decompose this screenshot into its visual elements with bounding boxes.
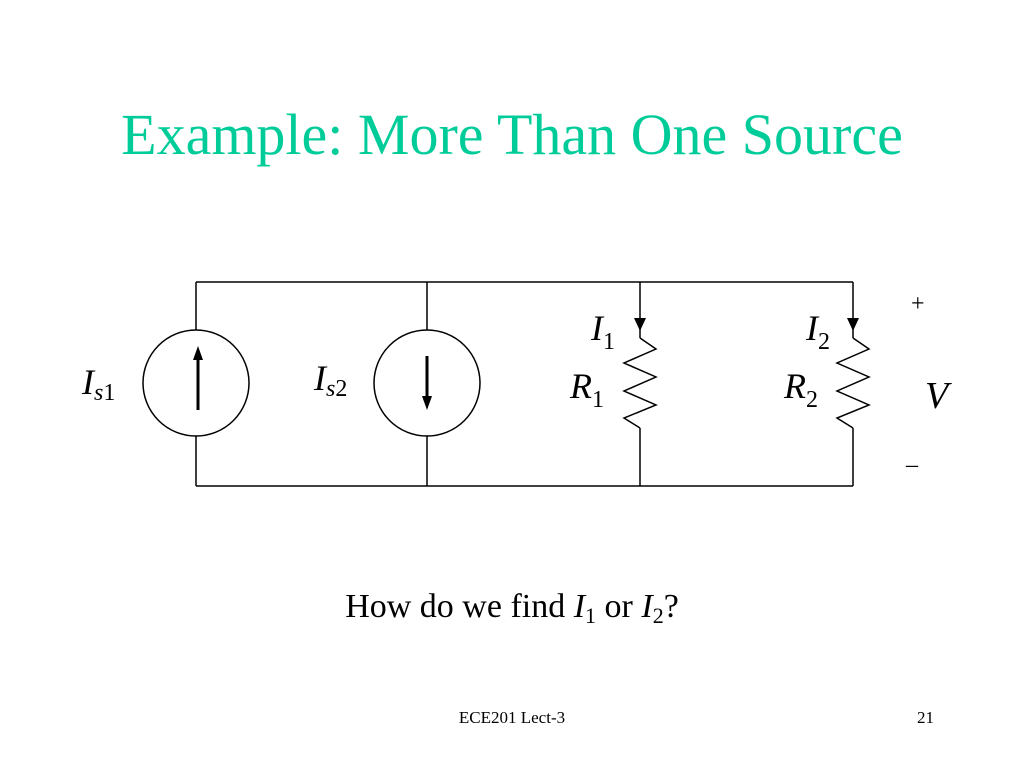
resistor2-label: R2 bbox=[783, 366, 818, 413]
question-sub2: 2 bbox=[652, 603, 664, 628]
question-var2: I bbox=[641, 588, 653, 625]
resistor1-label: R1 bbox=[569, 366, 604, 413]
footer-course-label: ECE201 Lect-3 bbox=[458, 708, 566, 727]
source2-label: Is2 bbox=[313, 358, 347, 402]
resistor-2 bbox=[835, 337, 871, 429]
voltage-label: V bbox=[925, 375, 952, 417]
voltage-minus-sign: – bbox=[905, 452, 919, 478]
current1-arrowhead-icon bbox=[634, 318, 646, 331]
question-before: How do we find bbox=[345, 588, 574, 625]
source2-arrowhead-icon bbox=[422, 396, 432, 410]
question-after: ? bbox=[663, 588, 679, 625]
voltage-plus-sign: + bbox=[911, 291, 925, 317]
current2-arrowhead-icon bbox=[847, 318, 859, 331]
current2-label: I2 bbox=[805, 308, 830, 355]
current-source-1 bbox=[142, 329, 250, 437]
slide-number: 21 bbox=[917, 708, 934, 727]
resistor-1 bbox=[622, 337, 658, 429]
source1-arrowhead-icon bbox=[193, 346, 203, 360]
current1-label: I1 bbox=[590, 308, 615, 355]
question-middle: or bbox=[596, 588, 642, 625]
question-text: How do we find I1 or I2? bbox=[0, 585, 1024, 629]
question-var1: I bbox=[573, 588, 586, 625]
source1-label: Is1 bbox=[81, 362, 115, 406]
question-sub1: 1 bbox=[585, 603, 597, 628]
slide-title: Example: More Than One Source bbox=[121, 102, 903, 167]
